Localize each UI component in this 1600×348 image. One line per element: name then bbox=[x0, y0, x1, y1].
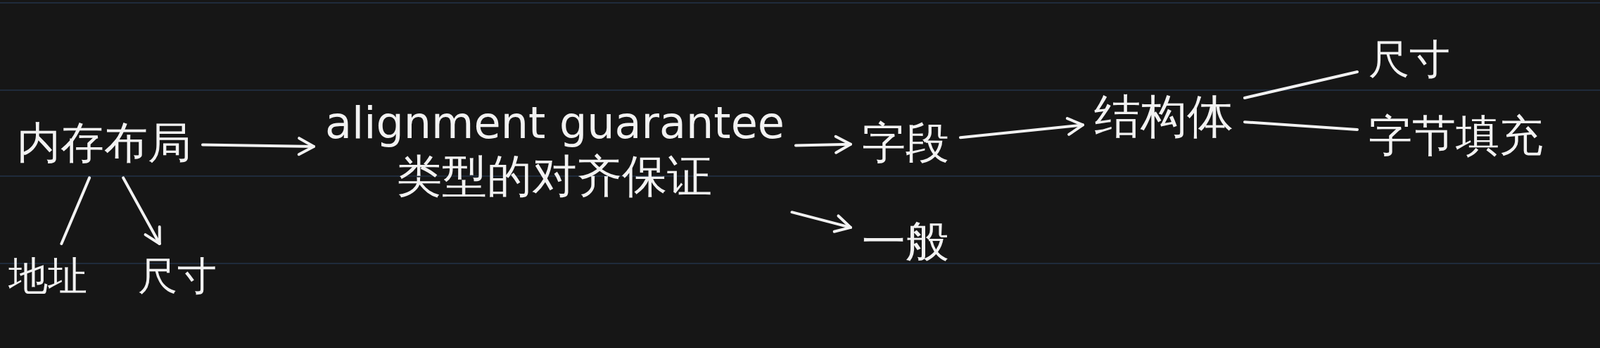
connector-arrow bbox=[123, 177, 160, 244]
node-text: 内存布局 bbox=[16, 116, 192, 169]
connector-arrow bbox=[795, 136, 851, 153]
node-text: 类型的对齐保证 bbox=[325, 149, 785, 204]
node-text: 尺寸 bbox=[1368, 35, 1451, 85]
rule-line bbox=[0, 89, 1600, 91]
connector-arrow bbox=[61, 177, 90, 244]
node-text: 字段 bbox=[861, 116, 950, 169]
mindmap-node: 地址 bbox=[1, 247, 95, 304]
connector-arrow bbox=[791, 211, 851, 232]
mindmap-node: 一般 bbox=[854, 211, 957, 272]
rule-line bbox=[0, 2, 1600, 4]
connector-arrow bbox=[1244, 71, 1358, 98]
node-text: alignment guarantee bbox=[325, 97, 785, 150]
node-text: 尺寸 bbox=[137, 251, 217, 300]
mindmap-node: 内存布局 bbox=[9, 112, 199, 174]
node-text: 一般 bbox=[861, 215, 950, 268]
mindmap-node: 字段 bbox=[854, 112, 957, 174]
mindmap-node: 尺寸 bbox=[130, 247, 224, 304]
mindmap-node: 结构体 bbox=[1087, 84, 1241, 149]
mindmap-node: 尺寸 bbox=[1361, 30, 1458, 89]
mindmap-node: 字节填充 bbox=[1361, 105, 1551, 167]
mindmap-node: alignment guarantee类型的对齐保证 bbox=[318, 92, 792, 208]
connector-arrow bbox=[960, 118, 1083, 138]
rule-line bbox=[0, 262, 1600, 264]
node-text: 地址 bbox=[8, 251, 88, 300]
rule-line bbox=[0, 175, 1600, 177]
node-text: 结构体 bbox=[1094, 88, 1234, 145]
connector-arrow bbox=[1244, 121, 1358, 130]
connector-arrow bbox=[202, 137, 314, 155]
node-text: 字节填充 bbox=[1368, 109, 1544, 162]
